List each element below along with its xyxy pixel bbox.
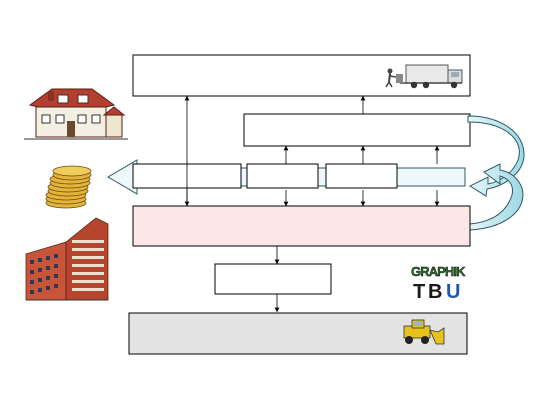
second-box bbox=[243, 113, 471, 147]
bulldozer-icon bbox=[403, 319, 445, 345]
house-icon bbox=[24, 88, 128, 140]
connector-arrows bbox=[184, 95, 440, 313]
svg-text:T: T bbox=[413, 281, 425, 303]
graphik-tbu-logo: GRAPHIK T B U bbox=[410, 262, 467, 303]
apartment-building-icon bbox=[25, 217, 109, 301]
garbage-truck-icon bbox=[385, 64, 463, 89]
svg-text:B: B bbox=[428, 281, 442, 303]
small-box bbox=[214, 263, 332, 295]
middle-box-3 bbox=[325, 163, 398, 189]
cyan-cycle-arrow-icon bbox=[467, 115, 525, 231]
coins-icon bbox=[45, 165, 92, 209]
middle-box-2 bbox=[246, 163, 319, 189]
logo-bottom-text: T B U bbox=[413, 281, 460, 303]
logo-top-text: GRAPHIK bbox=[411, 264, 466, 279]
pink-box bbox=[132, 205, 471, 247]
svg-text:U: U bbox=[446, 281, 460, 303]
